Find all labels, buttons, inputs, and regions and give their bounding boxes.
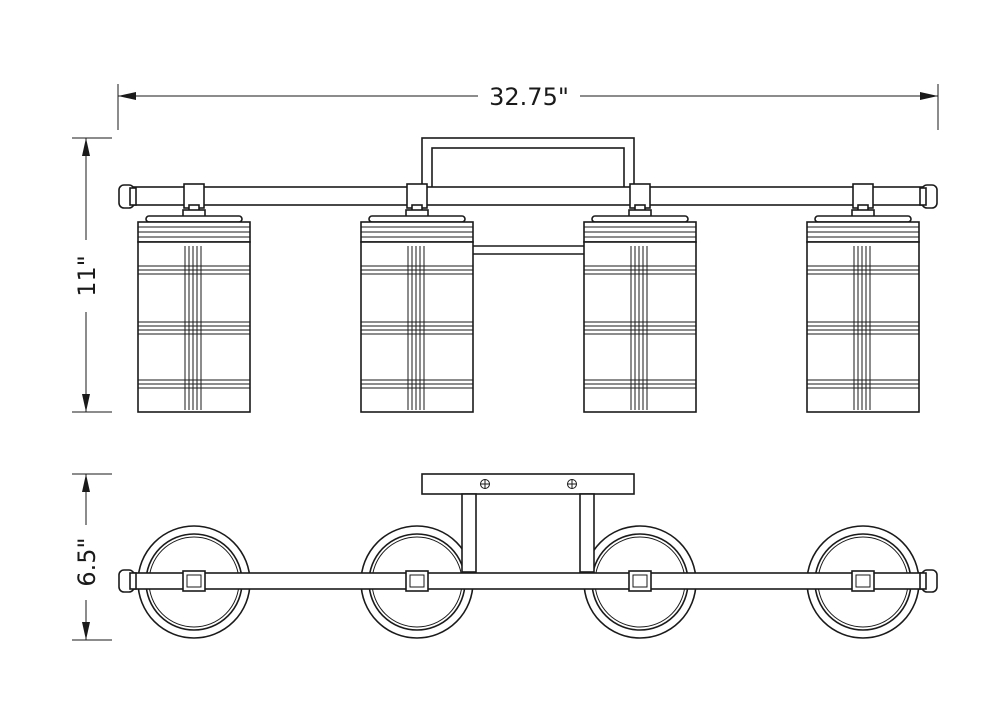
shade-1 — [137, 183, 251, 413]
width-dimension-label: 32.75" — [489, 83, 569, 111]
main-bar-front — [133, 186, 923, 206]
backplate-frame — [421, 137, 635, 189]
top-view — [118, 473, 938, 639]
shade-4 — [806, 183, 920, 413]
end-cap-top-right — [919, 569, 938, 593]
shade-2 — [360, 183, 474, 413]
canopy-plate — [421, 473, 635, 495]
screw-left — [480, 479, 490, 489]
depth-dimension-label: 6.5" — [73, 537, 101, 586]
connector-block-2 — [405, 570, 429, 592]
height-dimension: 11" — [72, 137, 112, 413]
end-cap-top-left — [118, 569, 137, 593]
arm-left — [461, 493, 477, 573]
shade-3 — [583, 183, 697, 413]
connector-block-3 — [628, 570, 652, 592]
connector-block-1 — [182, 570, 206, 592]
arm-right — [579, 493, 595, 573]
end-cap-left — [118, 184, 137, 209]
front-view — [118, 137, 938, 413]
connector-block-4 — [851, 570, 875, 592]
height-dimension-label: 11" — [73, 255, 101, 297]
screw-right — [567, 479, 577, 489]
width-dimension: 32.75" — [117, 83, 939, 130]
depth-dimension: 6.5" — [72, 473, 112, 641]
end-cap-right — [919, 184, 938, 209]
main-bar-top — [133, 572, 923, 590]
